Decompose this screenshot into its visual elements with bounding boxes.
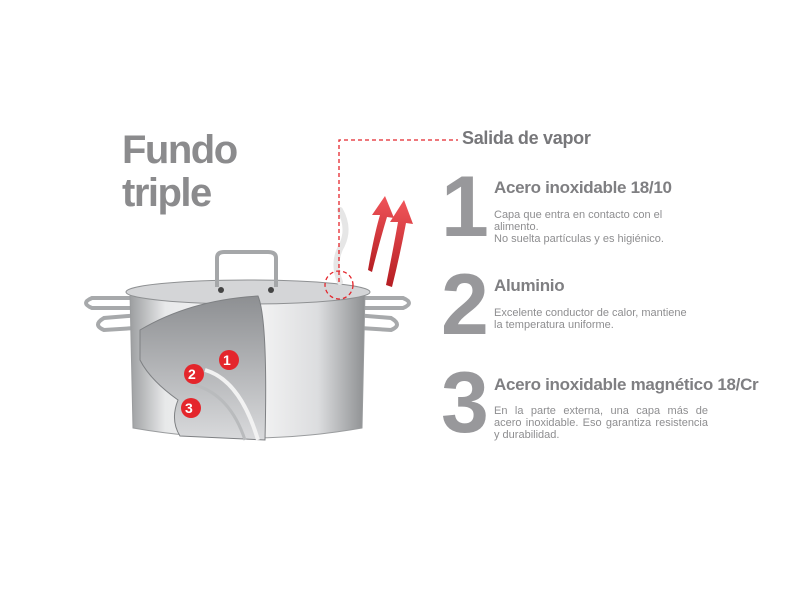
title-line-2: triple <box>122 171 212 215</box>
layer-desc-3: En la parte externa, una capa más de ace… <box>494 405 708 441</box>
layer-heading-3: Acero inoxidable magnético 18/Cr <box>494 375 759 394</box>
layer-badge-2: 2 <box>188 366 196 382</box>
layer-desc-2: Excelente conductor de calor, mantiene l… <box>494 307 708 331</box>
desc-line: No suelta partículas y es higiénico. <box>494 233 664 245</box>
layer-badge-1: 1 <box>223 352 231 368</box>
layer-badge-3: 3 <box>185 400 193 416</box>
layer-number-1: 1 <box>441 159 489 255</box>
desc-line: Excelente conductor de calor, mantiene <box>494 307 687 319</box>
layer-number-3: 3 <box>441 355 489 451</box>
vapor-callout-line <box>338 139 458 282</box>
desc-line: Capa que entra en contacto con el alimen… <box>494 209 663 233</box>
vapor-outlet-marker <box>324 270 354 300</box>
cutaway-layers <box>139 295 267 441</box>
layer-desc-1: Capa que entra en contacto con el alimen… <box>494 209 708 245</box>
vapor-arrow-icon <box>386 200 413 287</box>
vapor-label: Salida de vapor <box>462 128 591 148</box>
layer-number-2: 2 <box>441 257 489 353</box>
desc-line: la temperatura uniforme. <box>494 319 614 331</box>
layer-heading-2: Aluminio <box>494 276 565 295</box>
layer-heading-1: Acero inoxidable 18/10 <box>494 178 672 197</box>
lid-handle <box>215 250 278 287</box>
title-line-1: Fundo <box>122 128 238 172</box>
side-handles <box>84 296 411 333</box>
vapor-arrow-icon <box>368 196 394 272</box>
